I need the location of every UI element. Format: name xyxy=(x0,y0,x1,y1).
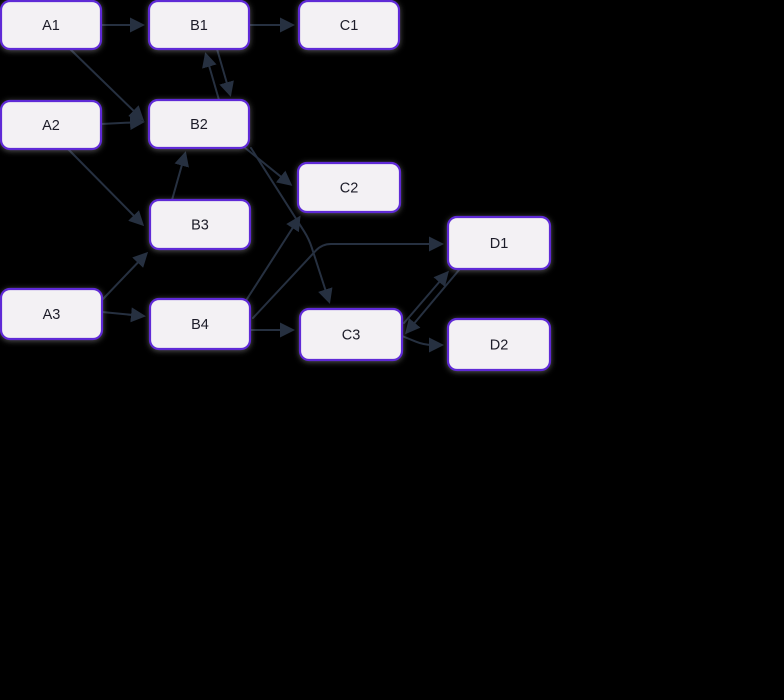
node-B1: B1 xyxy=(147,0,251,51)
node-box-B2 xyxy=(147,98,251,150)
node-label-C2: C2 xyxy=(340,181,359,197)
node-box-C1 xyxy=(297,0,401,51)
node-box-A1 xyxy=(0,0,103,51)
node-box-C3 xyxy=(298,307,404,362)
node-A1: A1 xyxy=(0,0,103,51)
edge-B1-B2 xyxy=(216,48,234,97)
node-box-C2 xyxy=(296,161,402,214)
edge-D1-C3 xyxy=(405,269,460,335)
node-B3: B3 xyxy=(148,198,252,251)
node-D2: D2 xyxy=(446,317,552,372)
edge-A3-B3 xyxy=(102,251,149,300)
node-A3: A3 xyxy=(0,287,104,341)
node-D1: D1 xyxy=(446,215,552,271)
edge-C3-D1 xyxy=(403,270,449,324)
node-B2: B2 xyxy=(147,98,251,150)
edge-A2-B3 xyxy=(67,148,145,227)
node-label-C1: C1 xyxy=(340,18,359,34)
node-B4: B4 xyxy=(148,297,252,351)
node-box-D2 xyxy=(446,317,552,372)
edge-B2-C3 xyxy=(250,147,333,304)
node-box-B3 xyxy=(148,198,252,251)
edge-B3-B2 xyxy=(171,151,189,201)
node-label-A3: A3 xyxy=(43,307,61,323)
edge-B4-C2 xyxy=(246,215,301,300)
edge-A2-B2 xyxy=(100,115,145,131)
edge-B2-B1 xyxy=(202,52,220,101)
node-box-B1 xyxy=(147,0,251,51)
node-C3: C3 xyxy=(298,307,404,362)
node-label-A2: A2 xyxy=(42,118,60,134)
node-label-D1: D1 xyxy=(490,236,509,252)
node-label-C3: C3 xyxy=(342,328,361,344)
edge-C3-D2 xyxy=(401,335,444,353)
node-label-D2: D2 xyxy=(490,338,509,354)
node-C2: C2 xyxy=(296,161,402,214)
node-box-A2 xyxy=(0,99,103,151)
node-box-B4 xyxy=(148,297,252,351)
node-A2: A2 xyxy=(0,99,103,151)
node-label-A1: A1 xyxy=(42,18,60,34)
node-box-A3 xyxy=(0,287,104,341)
node-label-B4: B4 xyxy=(191,317,209,333)
node-C1: C1 xyxy=(297,0,401,51)
node-label-B3: B3 xyxy=(191,218,209,234)
edge-A1-B2 xyxy=(69,48,145,122)
edge-A3-B4 xyxy=(101,307,146,323)
edge-B4-D1 xyxy=(252,236,444,319)
node-box-D1 xyxy=(446,215,552,271)
node-label-B2: B2 xyxy=(190,117,208,133)
edge-B2-C2 xyxy=(243,146,293,186)
node-label-B1: B1 xyxy=(190,18,208,34)
